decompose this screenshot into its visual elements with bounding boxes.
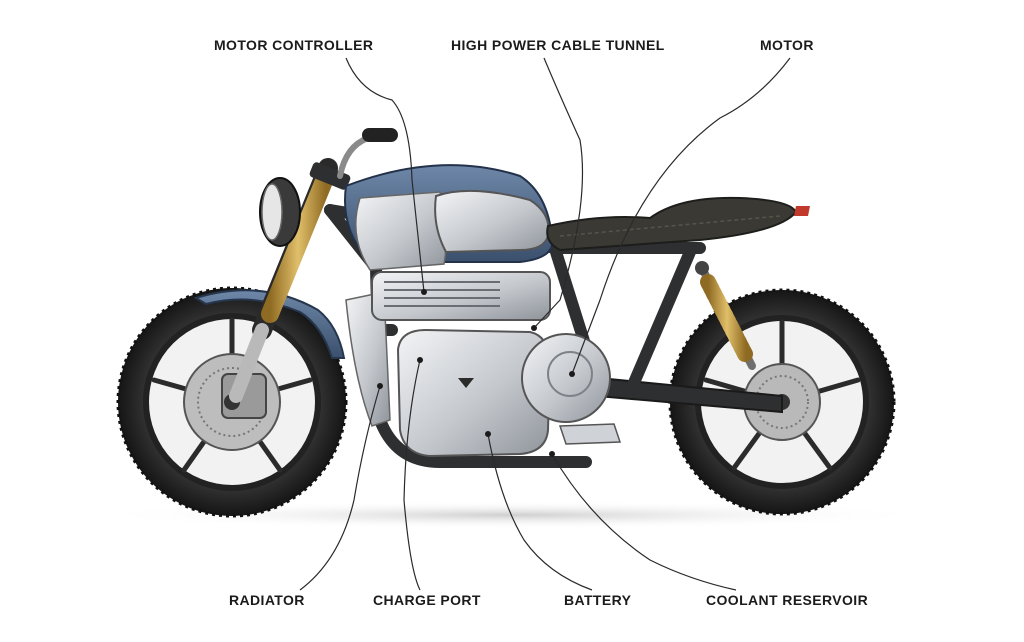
label-motor-controller: MOTOR CONTROLLER [214, 37, 373, 53]
motor-controller [372, 272, 550, 320]
tail-light [794, 206, 810, 216]
fuel-tank [345, 165, 552, 270]
seat [547, 198, 796, 250]
label-charge-port: CHARGE PORT [373, 592, 481, 608]
label-high-power-cable-tunnel: HIGH POWER CABLE TUNNEL [451, 37, 665, 53]
label-radiator: RADIATOR [229, 592, 305, 608]
label-coolant-reservoir: COOLANT RESERVOIR [706, 592, 868, 608]
motor [522, 334, 610, 422]
label-motor: MOTOR [760, 37, 814, 53]
label-battery: BATTERY [564, 592, 631, 608]
headlight [260, 178, 300, 246]
handlebar-grip [362, 128, 398, 142]
footpeg [560, 424, 620, 444]
